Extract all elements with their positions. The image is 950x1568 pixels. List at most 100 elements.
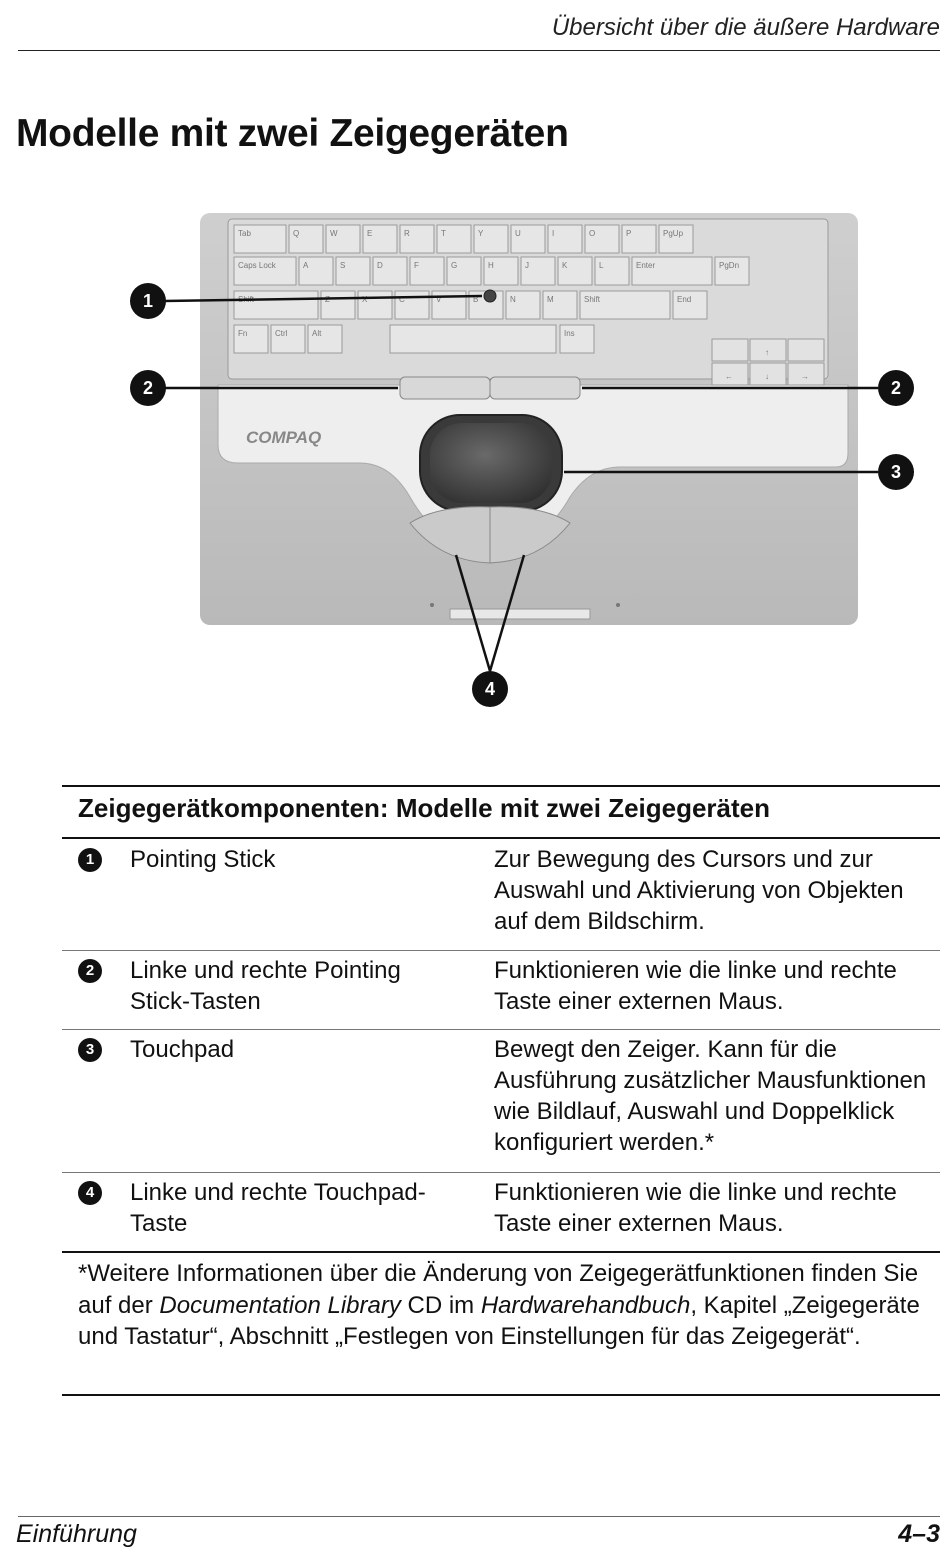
keyboard-key — [233, 224, 287, 254]
keyboard-key-label: Tab — [238, 229, 251, 238]
keyboard-key-label: J — [525, 261, 529, 270]
component-name: Touchpad — [130, 1036, 235, 1063]
keyboard-key — [335, 256, 371, 286]
svg-text:2: 2 — [143, 378, 153, 398]
keyboard-key — [298, 256, 334, 286]
keyboard-key-label: A — [303, 261, 309, 270]
callout-4: 4 — [472, 671, 508, 707]
keyboard-key-label: E — [367, 229, 372, 238]
keyboard-key — [594, 256, 630, 286]
components-table: Zeigegerätkomponenten: Modelle mit zwei … — [62, 785, 940, 1396]
arrow-down-label: ↓ — [765, 372, 769, 381]
brand-logo: COMPAQ — [246, 428, 321, 447]
keyboard-key-label: P — [626, 229, 631, 238]
keyboard-key — [325, 224, 361, 254]
arrow-left-label: ← — [725, 372, 733, 381]
keyboard-key-label: B — [473, 295, 478, 304]
front-latch — [449, 608, 591, 620]
keyboard-key-label: G — [451, 261, 457, 270]
footnote-italic-hardware-manual: Hardwarehandbuch — [480, 1291, 691, 1319]
keyboard-key — [658, 224, 694, 254]
keyboard-key-label: Enter — [636, 261, 655, 270]
svg-text:3: 3 — [891, 462, 901, 482]
keyboard-key — [672, 290, 708, 320]
keyboard-key-label: M — [547, 295, 554, 304]
left-pointing-stick-button — [399, 376, 491, 400]
keyboard-key — [233, 290, 319, 320]
keyboard-key — [288, 224, 324, 254]
footnote-italic-doc-library: Documentation Library — [159, 1291, 401, 1319]
arrow-right-label: → — [801, 372, 809, 381]
table-row: 1 Pointing Stick Zur Bewegung des Cursor… — [62, 839, 940, 951]
row-number-badge: 4 — [78, 1181, 102, 1205]
keyboard-key-label: V — [436, 295, 442, 304]
arrow-up-label: ↑ — [765, 348, 769, 357]
callout-lines — [163, 294, 878, 672]
component-description: Funktionieren wie die linke und rechte T… — [494, 1179, 897, 1237]
keyboard-key-label: X — [362, 295, 368, 304]
keyboard-key — [357, 290, 393, 320]
keyboard-key — [394, 290, 430, 320]
spacebar — [389, 324, 557, 354]
keyboard-key — [473, 224, 509, 254]
keyboard-key — [520, 256, 556, 286]
right-touchpad-button — [489, 506, 571, 564]
keyboard-key-label: O — [589, 229, 595, 238]
keyboard-key-label: W — [330, 229, 338, 238]
table-footnote: *Weitere Informationen über die Änderung… — [62, 1253, 940, 1396]
keyboard-key — [372, 256, 408, 286]
keyboard-key-label: F — [414, 261, 419, 270]
callout-2-left: 2 — [130, 370, 166, 406]
keyboard-key — [505, 290, 541, 320]
keyboard-key-label: PgDn — [719, 261, 739, 270]
touchpad — [430, 423, 552, 503]
table-top-rule — [62, 785, 940, 787]
keyboard-key-label: D — [377, 261, 383, 270]
component-description: Bewegt den Zeiger. Kann für die Ausführu… — [494, 1036, 927, 1156]
keyboard-key — [307, 324, 343, 354]
footnote-text-3: , Kapitel „Zeigegeräte und Tastatur“, Ab… — [78, 1291, 920, 1351]
keyboard-key-label: Fn — [238, 329, 247, 338]
keyboard-key — [579, 290, 671, 320]
keyboard-key-label: H — [488, 261, 494, 270]
keyboard-key — [621, 224, 657, 254]
table-row: 2 Linke und rechte Pointing Stick-Tasten… — [62, 951, 940, 1030]
keyboard-key-label: L — [599, 261, 604, 270]
callout-2-right: 2 — [878, 370, 914, 406]
callout-3: 3 — [878, 454, 914, 490]
battery-indicator-icon — [616, 603, 620, 607]
keyboard-key — [559, 324, 595, 354]
keyboard-key-label: Shift — [584, 295, 601, 304]
keyboard-key-label: K — [562, 261, 568, 270]
keyboard-key — [584, 224, 620, 254]
keyboard-key-label: Y — [478, 229, 484, 238]
footer-section-title: Einführung — [16, 1520, 137, 1548]
callout-1: 1 — [130, 283, 166, 319]
keyboard-key-label: R — [404, 229, 410, 238]
svg-text:2: 2 — [891, 378, 901, 398]
keyboard-key — [436, 224, 472, 254]
footnote-text-1: *Weitere Informationen über die Änderung… — [78, 1260, 919, 1319]
right-pointing-stick-button — [489, 376, 581, 400]
footer-rule — [18, 1516, 940, 1517]
svg-text:1: 1 — [143, 291, 153, 311]
keyboard-key — [320, 290, 356, 320]
keyboard-key-label: Ins — [564, 329, 575, 338]
pointing-stick — [483, 289, 497, 303]
keyboard-key-label: I — [552, 229, 554, 238]
keyboard-key — [409, 256, 445, 286]
keyboard-key-label: Ctrl — [275, 329, 288, 338]
keyboard-key-label: End — [677, 295, 691, 304]
keyboard-key — [483, 256, 519, 286]
page-title: Modelle mit zwei Zeigegeräten — [16, 112, 569, 155]
keyboard-key-label: U — [515, 229, 521, 238]
keyboard-key — [631, 256, 713, 286]
footnote-text-2: CD im — [400, 1291, 481, 1319]
table-row: 3 Touchpad Bewegt den Zeiger. Kann für d… — [62, 1030, 940, 1173]
component-name: Linke und rechte Pointing Stick-Tasten — [130, 957, 401, 1015]
header-rule — [18, 50, 940, 51]
svg-text:4: 4 — [485, 679, 495, 699]
component-description: Funktionieren wie die linke und rechte T… — [494, 957, 897, 1015]
